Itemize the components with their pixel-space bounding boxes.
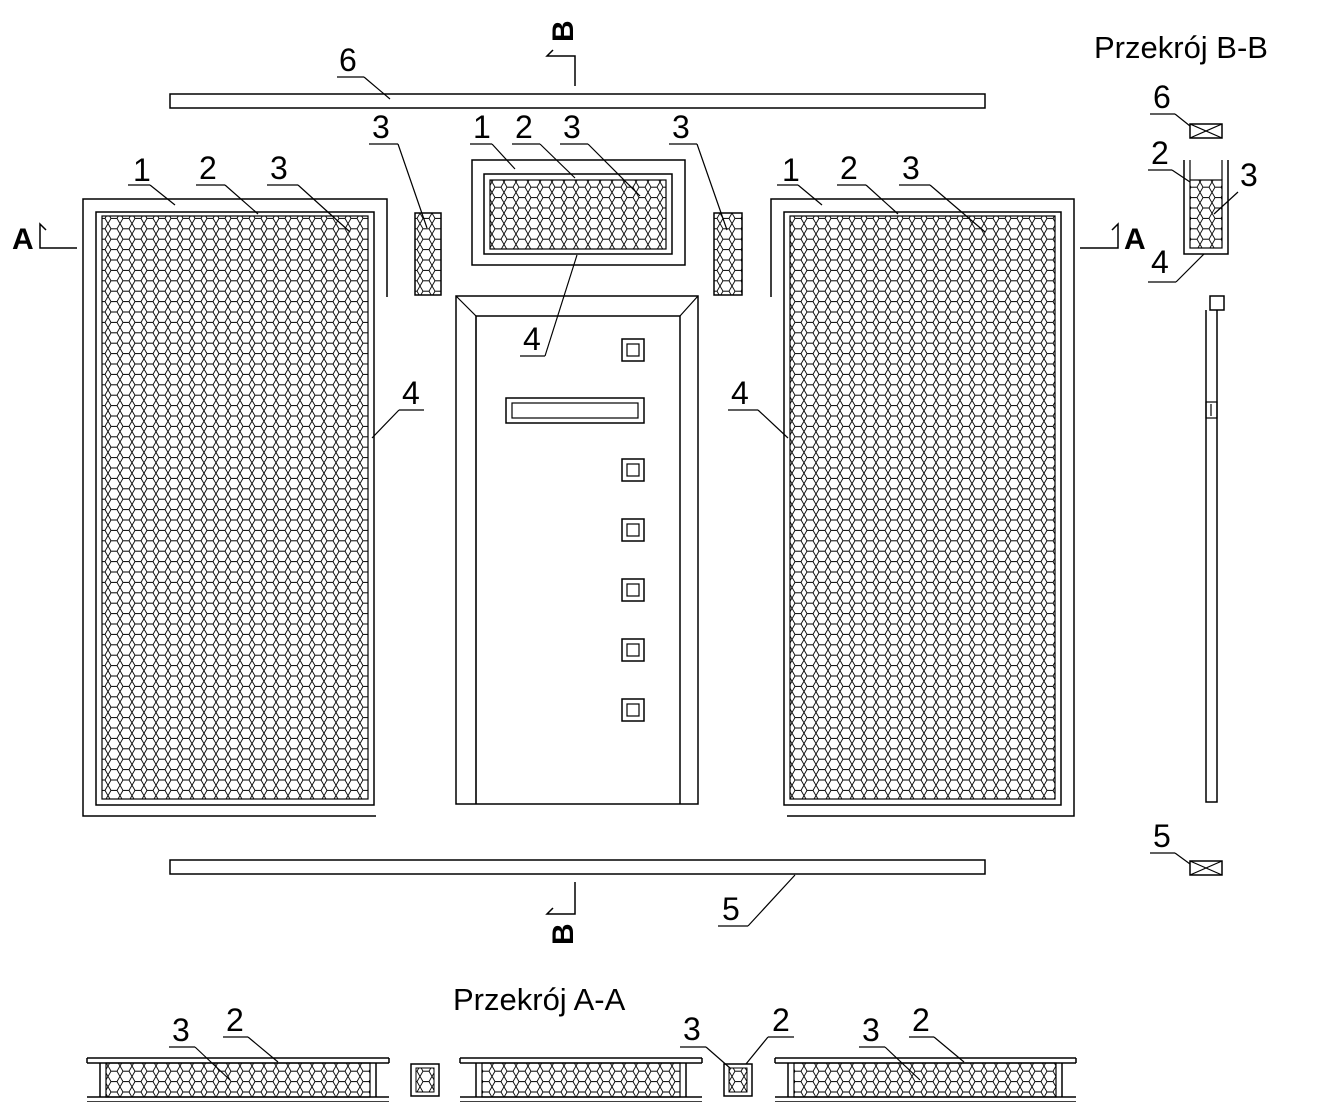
leader-1-right: 1 bbox=[777, 152, 823, 206]
beam-5-bottom bbox=[169, 859, 986, 875]
svg-text:2: 2 bbox=[840, 150, 858, 186]
svg-text:3: 3 bbox=[563, 109, 581, 145]
section-aa-center bbox=[459, 1057, 703, 1102]
leader-4-right: 4 bbox=[728, 375, 789, 439]
right-panel bbox=[770, 198, 1075, 817]
svg-text:A: A bbox=[12, 223, 34, 256]
svg-text:1: 1 bbox=[133, 152, 151, 188]
svg-text:4: 4 bbox=[1151, 244, 1169, 280]
section-mark-a-left: A bbox=[12, 222, 77, 256]
leader-3-right: 3 bbox=[899, 150, 986, 233]
section-bb-beam-6: 6 bbox=[1150, 79, 1223, 139]
leader-6: 6 bbox=[337, 42, 391, 100]
svg-text:A: A bbox=[1124, 223, 1146, 256]
section-mark-b-bottom: B bbox=[545, 882, 580, 945]
leader-1-left: 1 bbox=[128, 152, 176, 206]
leader-2-right: 2 bbox=[837, 150, 899, 215]
door-mail-slot bbox=[505, 397, 645, 424]
leader-2-left: 2 bbox=[196, 150, 259, 215]
door-studs bbox=[621, 338, 645, 722]
section-aa-left-post bbox=[410, 1063, 440, 1097]
leader-1-center: 1 bbox=[470, 109, 516, 170]
leader-2-center: 2 bbox=[512, 109, 576, 179]
svg-text:6: 6 bbox=[1153, 79, 1171, 115]
left-post bbox=[414, 212, 442, 296]
leader-3-left: 3 bbox=[267, 150, 351, 233]
center-door bbox=[455, 295, 699, 805]
section-aa-right-panel: 3 2 bbox=[774, 1002, 1077, 1102]
svg-text:4: 4 bbox=[523, 321, 541, 357]
svg-text:2: 2 bbox=[226, 1002, 244, 1038]
section-mark-b-top: B bbox=[545, 20, 580, 86]
svg-text:3: 3 bbox=[862, 1012, 880, 1048]
beam-6-top bbox=[169, 93, 986, 109]
leader-5: 5 bbox=[718, 874, 796, 927]
svg-text:4: 4 bbox=[731, 375, 749, 411]
svg-text:1: 1 bbox=[473, 109, 491, 145]
svg-text:2: 2 bbox=[199, 150, 217, 186]
svg-text:2: 2 bbox=[772, 1002, 790, 1038]
svg-text:B: B bbox=[547, 20, 580, 42]
svg-text:3: 3 bbox=[172, 1012, 190, 1048]
svg-text:3: 3 bbox=[902, 150, 920, 186]
svg-text:4: 4 bbox=[402, 375, 420, 411]
section-aa-right-post: 3 2 bbox=[680, 1002, 794, 1097]
svg-text:3: 3 bbox=[683, 1011, 701, 1047]
svg-text:3: 3 bbox=[372, 109, 390, 145]
right-post bbox=[713, 212, 743, 296]
section-aa-title: Przekrój A-A bbox=[453, 982, 626, 1017]
svg-text:3: 3 bbox=[1240, 157, 1258, 193]
section-mark-a-right: A bbox=[1080, 222, 1146, 256]
svg-text:3: 3 bbox=[270, 150, 288, 186]
section-bb-title: Przekrój B-B bbox=[1094, 30, 1268, 65]
section-bb-transom: 2 3 4 bbox=[1148, 135, 1258, 283]
leader-3-left-post: 3 bbox=[369, 109, 428, 229]
leader-3-center: 3 bbox=[560, 109, 641, 197]
svg-text:5: 5 bbox=[1153, 818, 1171, 854]
center-transom bbox=[471, 159, 686, 266]
leader-3-right-post: 3 bbox=[669, 109, 728, 231]
svg-text:2: 2 bbox=[515, 109, 533, 145]
section-bb-beam-5: 5 bbox=[1150, 818, 1223, 876]
svg-text:6: 6 bbox=[339, 42, 357, 78]
svg-text:3: 3 bbox=[672, 109, 690, 145]
section-bb-door bbox=[1205, 295, 1225, 803]
leader-4-left: 4 bbox=[371, 375, 424, 439]
svg-text:2: 2 bbox=[1151, 135, 1169, 171]
svg-text:5: 5 bbox=[722, 891, 740, 927]
svg-text:1: 1 bbox=[782, 152, 800, 188]
leader-4-center: 4 bbox=[520, 254, 578, 357]
left-panel bbox=[82, 198, 388, 817]
section-aa-left-panel: 3 2 bbox=[86, 1002, 390, 1102]
svg-text:2: 2 bbox=[912, 1002, 930, 1038]
svg-text:B: B bbox=[547, 923, 580, 945]
